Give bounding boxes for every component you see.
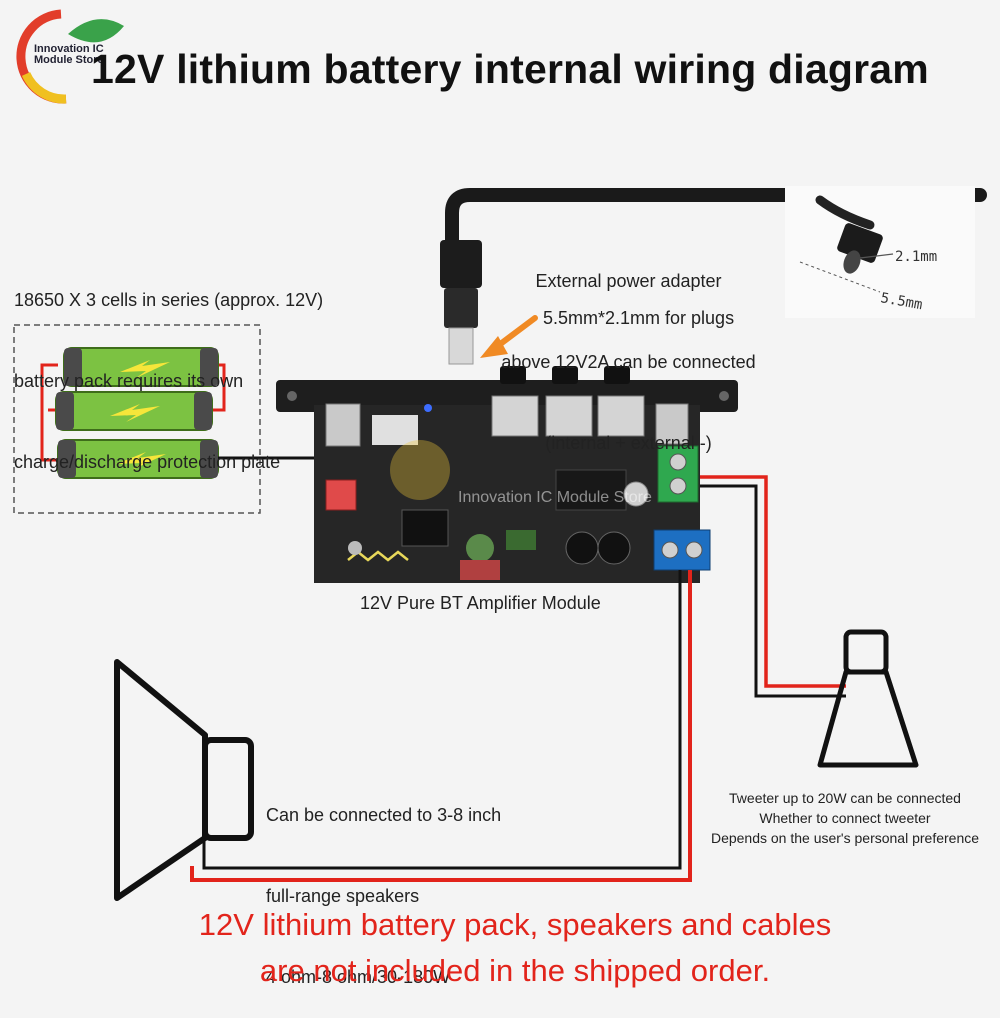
adapter-line: above 12V2A can be connected (501, 352, 756, 372)
tweeter-line: Whether to connect tweeter (759, 810, 931, 826)
battery-cell (57, 439, 219, 479)
battery-pack (13, 324, 261, 514)
speaker-line: Can be connected to 3-8 inch (266, 805, 502, 825)
warning-line: are not included in the shipped order. (259, 953, 771, 988)
power-cable (440, 188, 987, 365)
battery-line: 18650 X 3 cells in series (approx. 12V) (14, 290, 324, 310)
speaker-line: 4 ohm-8 ohm/30-180W (266, 967, 451, 987)
not-included-warning: 12V lithium battery pack, speakers and c… (100, 902, 930, 994)
speaker-description: Can be connected to 3-8 inch full-range … (266, 748, 501, 1018)
plug-arrow-icon (480, 315, 538, 358)
tweeter-wire-black (700, 484, 846, 698)
speaker-wire-black (202, 570, 682, 870)
dimension-inner-label: 2.1mm (895, 249, 937, 265)
warning-line: 12V lithium battery pack, speakers and c… (198, 907, 832, 942)
tweeter-line: Tweeter up to 20W can be connected (729, 790, 961, 806)
page-title: 12V lithium battery internal wiring diag… (91, 46, 929, 92)
store-logo (16, 9, 124, 104)
logo-text: Innovation IC Module Store (34, 43, 104, 66)
tweeter-description: Tweeter up to 20W can be connected Wheth… (690, 788, 1000, 848)
speaker-wire-red (190, 570, 692, 882)
tweeter-icon (817, 629, 919, 768)
adapter-line: (internal + external -) (545, 433, 712, 453)
adapter-line: External power adapter (535, 271, 722, 291)
battery-line: charge/discharge protection plate (14, 452, 281, 472)
battery-description: 18650 X 3 cells in series (approx. 12V) … (14, 233, 323, 503)
battery-cell (63, 347, 219, 387)
battery-line: battery pack requires its own (14, 371, 244, 391)
amplifier-module: Innovation IC Module Store (276, 366, 738, 583)
tweeter-line: Depends on the user's personal preferenc… (710, 830, 980, 846)
speaker-line: full-range speakers (266, 886, 420, 906)
adapter-description: External power adapter above 12V2A can b… (486, 214, 771, 484)
plug-dimension-photo: 2.1mm 5.5mm (785, 186, 975, 318)
plug-size-label: 5.5mm*2.1mm for plugs (543, 308, 735, 328)
battery-cell (55, 391, 213, 431)
module-label: 12V Pure BT Amplifier Module (360, 593, 601, 613)
tweeter-wire-red (700, 475, 846, 688)
speaker-icon (114, 659, 254, 901)
dimension-outer-label: 5.5mm (879, 290, 923, 313)
module-watermark: Innovation IC Module Store (458, 489, 652, 506)
